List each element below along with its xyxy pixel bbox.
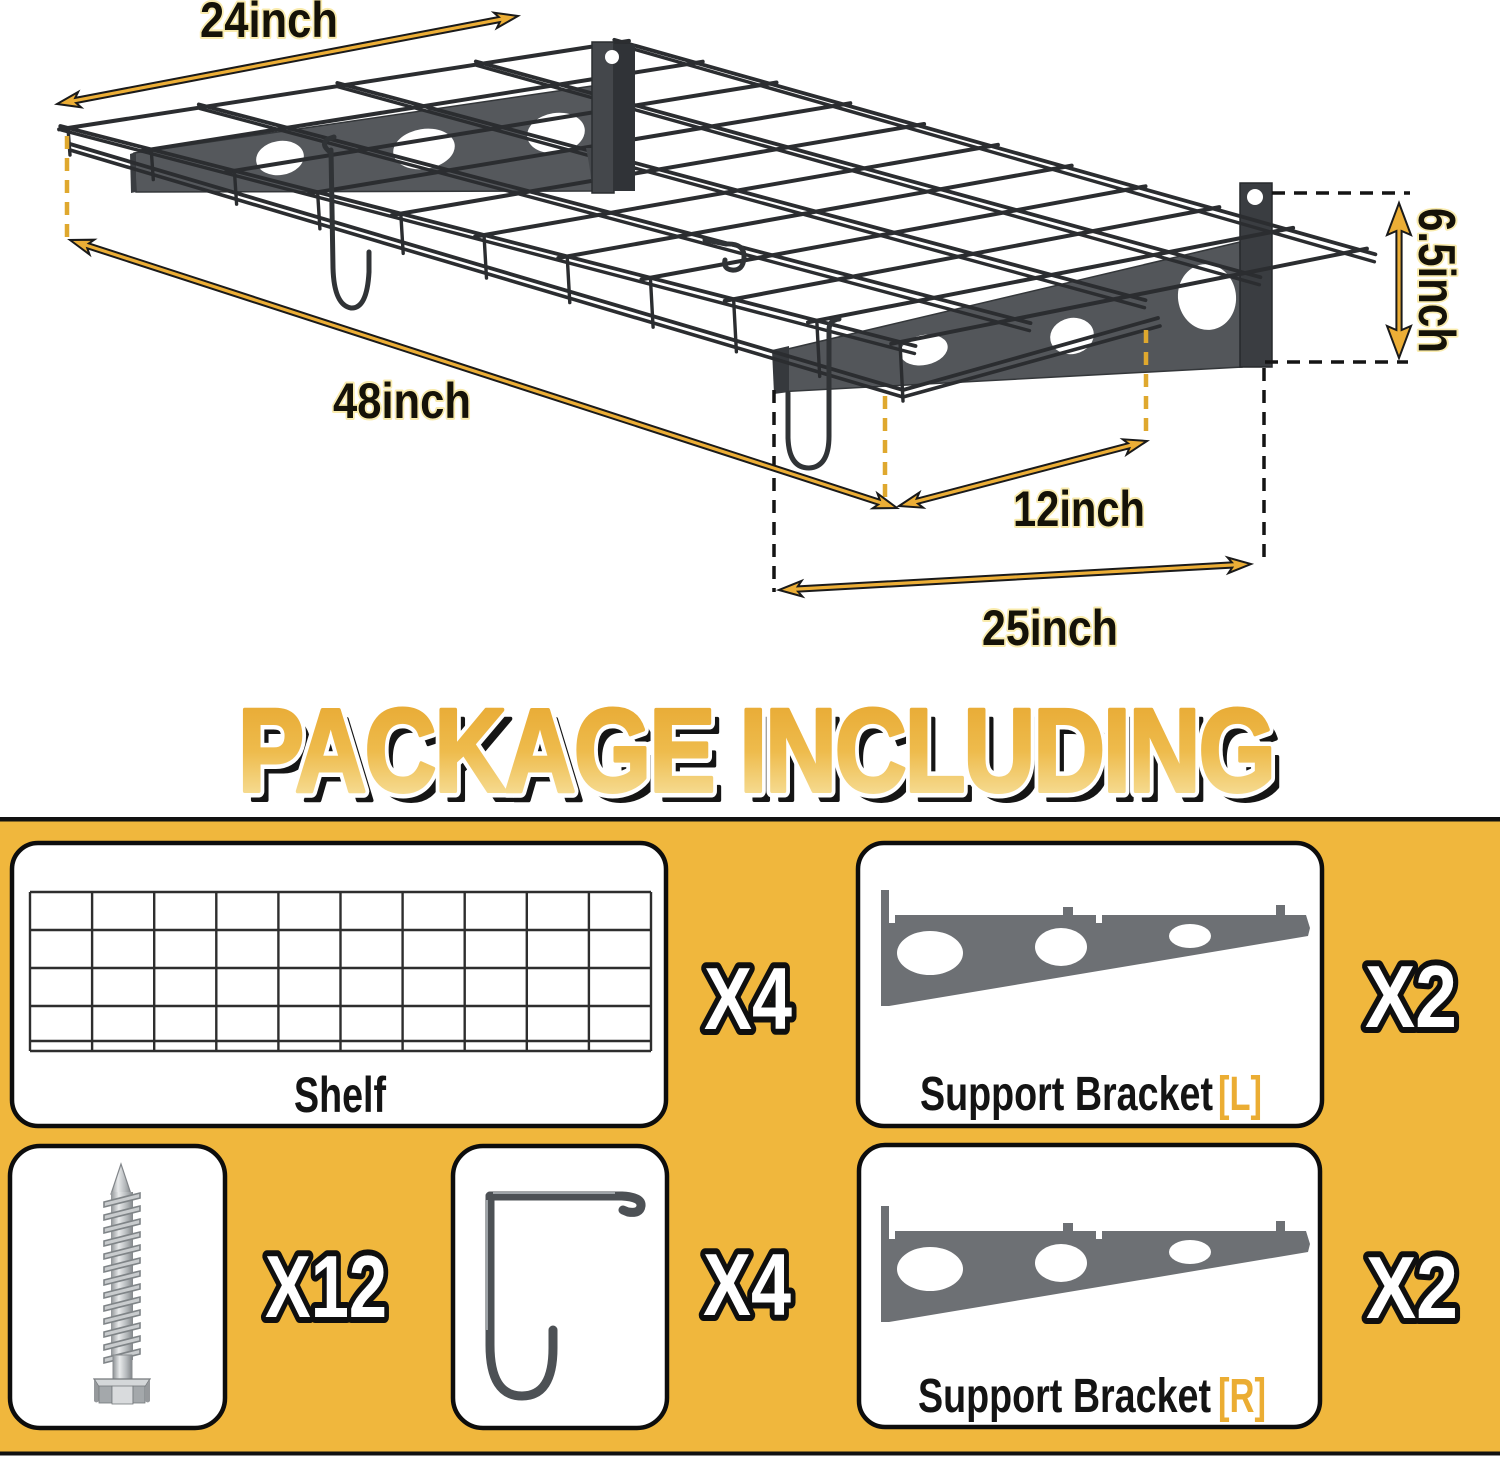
svg-text:Support Bracket: Support Bracket: [918, 1370, 1211, 1423]
svg-text:12inch: 12inch: [1013, 481, 1145, 537]
svg-text:PACKAGE INCLUDING: PACKAGE INCLUDING: [238, 685, 1274, 817]
svg-text:X2: X2: [1366, 1238, 1458, 1337]
svg-text:X2: X2: [1365, 947, 1457, 1046]
svg-text:X12: X12: [265, 1237, 387, 1336]
svg-text:6.5inch: 6.5inch: [1407, 208, 1465, 353]
svg-text:PACKAGE INCLUDING: PACKAGE INCLUDING: [238, 685, 1274, 817]
svg-text:48inch: 48inch: [333, 373, 471, 429]
svg-text:X4: X4: [703, 1235, 791, 1334]
svg-text:PACKAGE INCLUDING: PACKAGE INCLUDING: [246, 694, 1282, 826]
svg-text:[L]: [L]: [1218, 1068, 1262, 1121]
svg-text:25inch: 25inch: [982, 600, 1118, 656]
svg-text:[R]: [R]: [1218, 1370, 1266, 1423]
svg-text:Support Bracket: Support Bracket: [920, 1068, 1213, 1121]
svg-text:Shelf: Shelf: [294, 1067, 386, 1123]
svg-text:24inch: 24inch: [200, 0, 338, 48]
svg-text:X4: X4: [704, 949, 792, 1048]
